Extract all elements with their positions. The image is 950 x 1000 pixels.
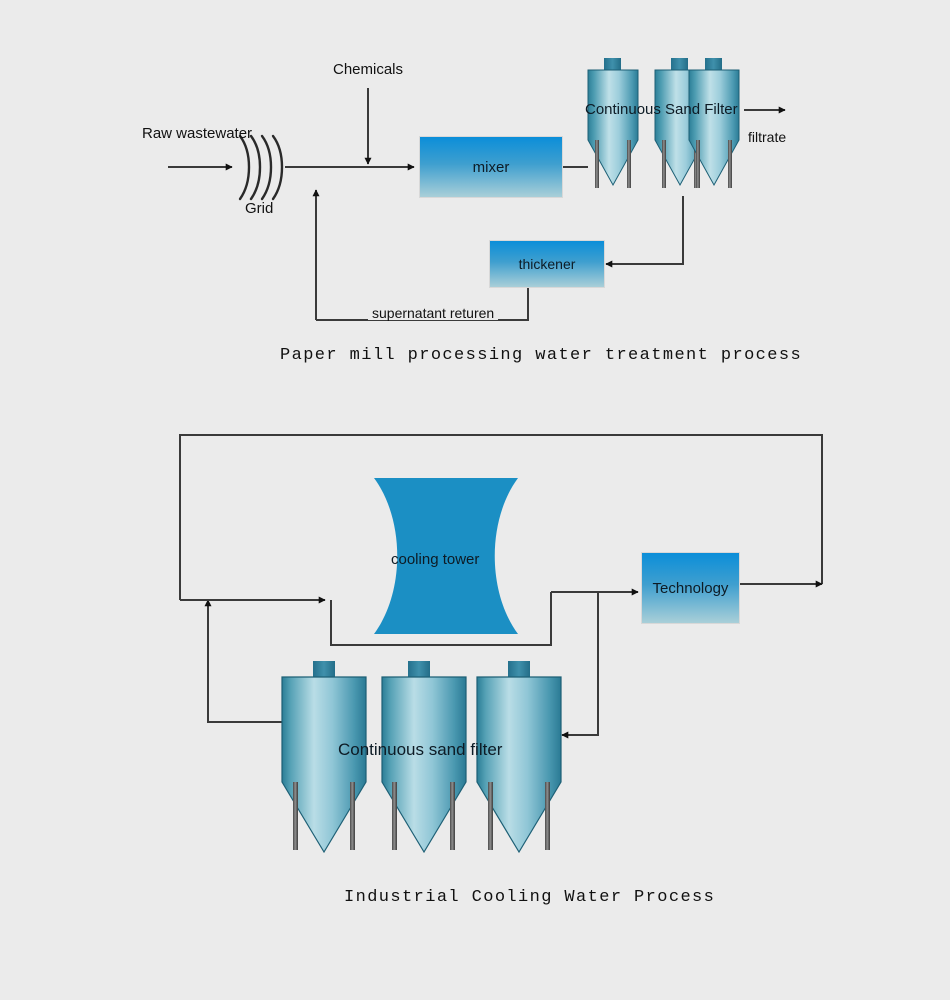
filters-to-riser-path [207, 660, 282, 723]
cooling-tower-label: cooling tower [391, 551, 480, 568]
grid-screen [238, 134, 284, 201]
diagram2-caption: Industrial Cooling Water Process [344, 888, 716, 907]
sand-filter-vessel [281, 661, 367, 854]
sand-filter-vessels-bottom [281, 661, 562, 854]
supernatant-return-label: supernatant returen [368, 306, 499, 320]
mixer-box[interactable]: mixer [419, 136, 563, 198]
chemicals-label: Chemicals [333, 61, 404, 78]
technology-box[interactable]: Technology [641, 552, 740, 624]
mixer-label: mixer [472, 158, 510, 176]
technology-branch-path [578, 592, 599, 736]
diagram1-flow-lines [168, 88, 786, 321]
tower-underpath [330, 592, 552, 646]
technology-label: Technology [652, 579, 729, 597]
diagram1-caption: Paper mill processing water treatment pr… [280, 346, 803, 365]
continuous-sand-filter-label-bottom: Continuous sand filter [338, 740, 503, 759]
grid-label: Grid [245, 200, 274, 217]
sand-filter-vessel [381, 661, 467, 854]
raw-wastewater-label: Raw wastewater [142, 125, 253, 142]
sand-filter-vessel [587, 58, 639, 188]
supernatant-return-path [316, 285, 529, 321]
diagram2-flow-lines [179, 434, 823, 739]
thickener-label: thickener [518, 256, 576, 272]
sand-filter-vessel [688, 58, 740, 188]
thickener-box[interactable]: thickener [489, 240, 605, 288]
return-loop-top-path [179, 434, 823, 600]
sand-filter-vessels-top [587, 58, 740, 188]
continuous-sand-filter-label-top: Continuous Sand Filter [585, 101, 738, 118]
sand-filter-vessel [476, 661, 562, 854]
filtrate-label: filtrate [748, 129, 787, 145]
cooling-tower [374, 478, 518, 634]
filter-to-thickener-path [613, 196, 684, 265]
